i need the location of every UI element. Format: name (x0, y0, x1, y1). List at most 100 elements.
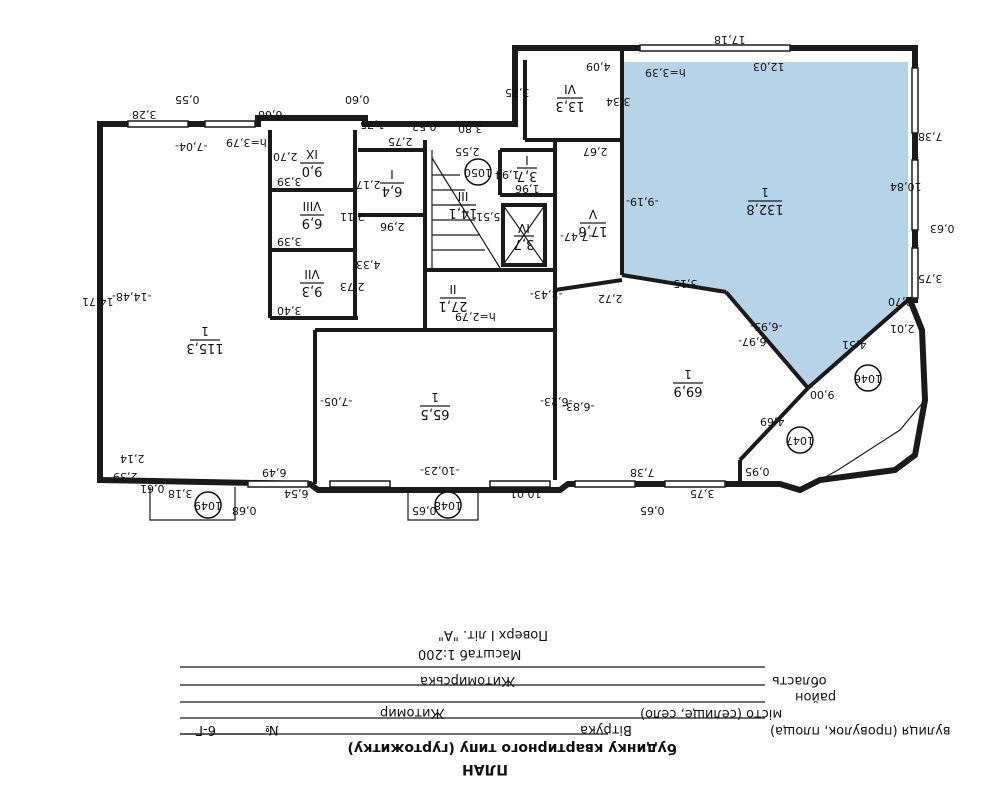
svg-text:вулиця (провулок, площа): вулиця (провулок, площа) (770, 723, 950, 738)
svg-text:h=3,79: h=3,79 (226, 136, 267, 149)
entrances (149, 399, 926, 521)
svg-text:2,70: 2,70 (273, 150, 298, 163)
svg-text:14,1: 14,1 (449, 205, 478, 220)
room-labels: 1 115,3 1 65,5 1 69,9 1 132,8 II 27,1 II… (186, 82, 783, 421)
svg-text:Житомирська: Житомирська (420, 673, 515, 688)
svg-text:IX: IX (306, 147, 318, 161)
svg-text:1,94: 1,94 (495, 168, 520, 181)
svg-text:5,51: 5,51 (476, 210, 501, 223)
svg-text:III: III (458, 189, 469, 203)
svg-text:6,4: 6,4 (382, 183, 403, 198)
svg-text:69,9: 69,9 (674, 383, 703, 398)
svg-text:65,5: 65,5 (421, 406, 450, 421)
room-I-corridor: I 6,4 (380, 167, 404, 198)
svg-text:-6,23-: -6,23- (540, 395, 572, 408)
svg-text:0,61: 0,61 (140, 482, 165, 495)
svg-text:2,75: 2,75 (388, 135, 413, 148)
svg-text:9,00: 9,00 (810, 388, 835, 401)
svg-text:115,3: 115,3 (186, 340, 223, 355)
svg-text:I: I (390, 167, 394, 181)
svg-text:1: 1 (684, 367, 692, 381)
svg-text:-6,97-: -6,97- (738, 335, 770, 348)
svg-text:6,9: 6,9 (302, 215, 323, 230)
room-VII: VII 9,3 (300, 267, 324, 298)
svg-text:2,72: 2,72 (598, 292, 623, 305)
svg-text:h=3,39: h=3,39 (645, 66, 686, 79)
svg-text:I: I (525, 153, 529, 167)
svg-text:-9,19-: -9,19- (626, 195, 658, 208)
svg-text:0,60: 0,60 (345, 93, 370, 106)
svg-text:VIII: VIII (303, 199, 322, 213)
svg-text:9,3: 9,3 (302, 283, 323, 298)
svg-text:Масштаб 1:200: Масштаб 1:200 (418, 646, 521, 661)
svg-text:II: II (449, 282, 456, 296)
svg-text:1049: 1049 (194, 499, 222, 512)
svg-text:2,17: 2,17 (356, 178, 381, 191)
svg-text:1: 1 (201, 324, 209, 338)
room-VI: VI 13,3 (556, 82, 585, 113)
dimension-labels: 17,18 12,03 4,09 h=3,39 3,75 3,34 7,38 1… (82, 33, 955, 517)
svg-text:ПЛАН: ПЛАН (462, 761, 508, 777)
svg-text:10,84: 10,84 (890, 180, 922, 193)
svg-text:17,6: 17,6 (579, 223, 608, 238)
svg-text:-6,95-: -6,95- (750, 320, 782, 333)
svg-text:VI: VI (564, 82, 576, 96)
svg-text:2,14: 2,14 (120, 452, 145, 465)
svg-text:7,38: 7,38 (918, 130, 943, 143)
svg-text:0,95: 0,95 (745, 465, 770, 478)
svg-text:0,65: 0,65 (412, 504, 437, 517)
svg-text:-7,04-: -7,04- (175, 140, 207, 153)
svg-text:4,09: 4,09 (586, 60, 611, 73)
svg-text:1047: 1047 (786, 434, 814, 447)
room-1-132: 1 132,8 (746, 185, 783, 216)
room-1-69: 1 69,9 (673, 367, 703, 398)
svg-text:1,96: 1,96 (515, 182, 540, 195)
svg-text:0,52: 0,52 (412, 120, 437, 133)
svg-text:10,01: 10,01 (510, 487, 542, 500)
svg-text:6,68: 6,68 (258, 108, 283, 121)
windows (127, 44, 919, 488)
svg-text:-7,05-: -7,05- (320, 395, 352, 408)
svg-text:район: район (795, 689, 836, 704)
svg-text:-14,48-: -14,48- (112, 290, 151, 303)
svg-text:2,55: 2,55 (455, 145, 480, 158)
svg-text:3,75: 3,75 (690, 487, 715, 500)
svg-text:1: 1 (761, 185, 769, 199)
svg-text:2,67: 2,67 (583, 145, 608, 158)
svg-text:Вітрука: Вітрука (580, 722, 632, 737)
svg-text:0,70: 0,70 (888, 295, 913, 308)
room-1-65: 1 65,5 (420, 390, 450, 421)
svg-text:2,01: 2,01 (890, 322, 915, 335)
svg-text:132,8: 132,8 (746, 201, 783, 216)
svg-text:будинку квартирного типу (гурт: будинку квартирного типу (гуртожитку) (347, 740, 676, 756)
interior-walls (268, 50, 910, 484)
svg-text:6,54: 6,54 (284, 487, 309, 500)
svg-text:6,49: 6,49 (262, 466, 287, 479)
room-III: III 14,1 (449, 189, 478, 220)
svg-text:1050: 1050 (464, 166, 492, 179)
svg-text:3,39: 3,39 (277, 175, 302, 188)
room-IX: IX 9,0 (300, 147, 324, 178)
svg-text:3,39: 3,39 (277, 235, 302, 248)
svg-text:Поверх І літ. "А": Поверх І літ. "А" (438, 627, 548, 642)
room-I-small: I 3,7 (517, 153, 538, 183)
svg-text:7,38: 7,38 (630, 466, 655, 479)
svg-text:2,39: 2,39 (113, 470, 138, 483)
svg-text:V: V (588, 207, 597, 221)
svg-text:3,40: 3,40 (277, 304, 302, 317)
svg-text:1,75: 1,75 (360, 118, 385, 131)
svg-text:-7,47-: -7,47- (560, 230, 592, 243)
svg-text:9,0: 9,0 (302, 163, 323, 178)
svg-text:0,68: 0,68 (232, 504, 257, 517)
highlighted-room[interactable] (622, 62, 908, 388)
svg-text:3,34: 3,34 (606, 95, 631, 108)
svg-text:3,18: 3,18 (168, 487, 193, 500)
svg-text:3,75: 3,75 (505, 86, 530, 99)
svg-text:№: № (265, 722, 279, 737)
svg-text:-2,43-: -2,43- (530, 288, 562, 301)
svg-text:3,7: 3,7 (517, 168, 538, 183)
svg-text:12,03: 12,03 (753, 60, 785, 73)
svg-text:4,51: 4,51 (842, 338, 867, 351)
